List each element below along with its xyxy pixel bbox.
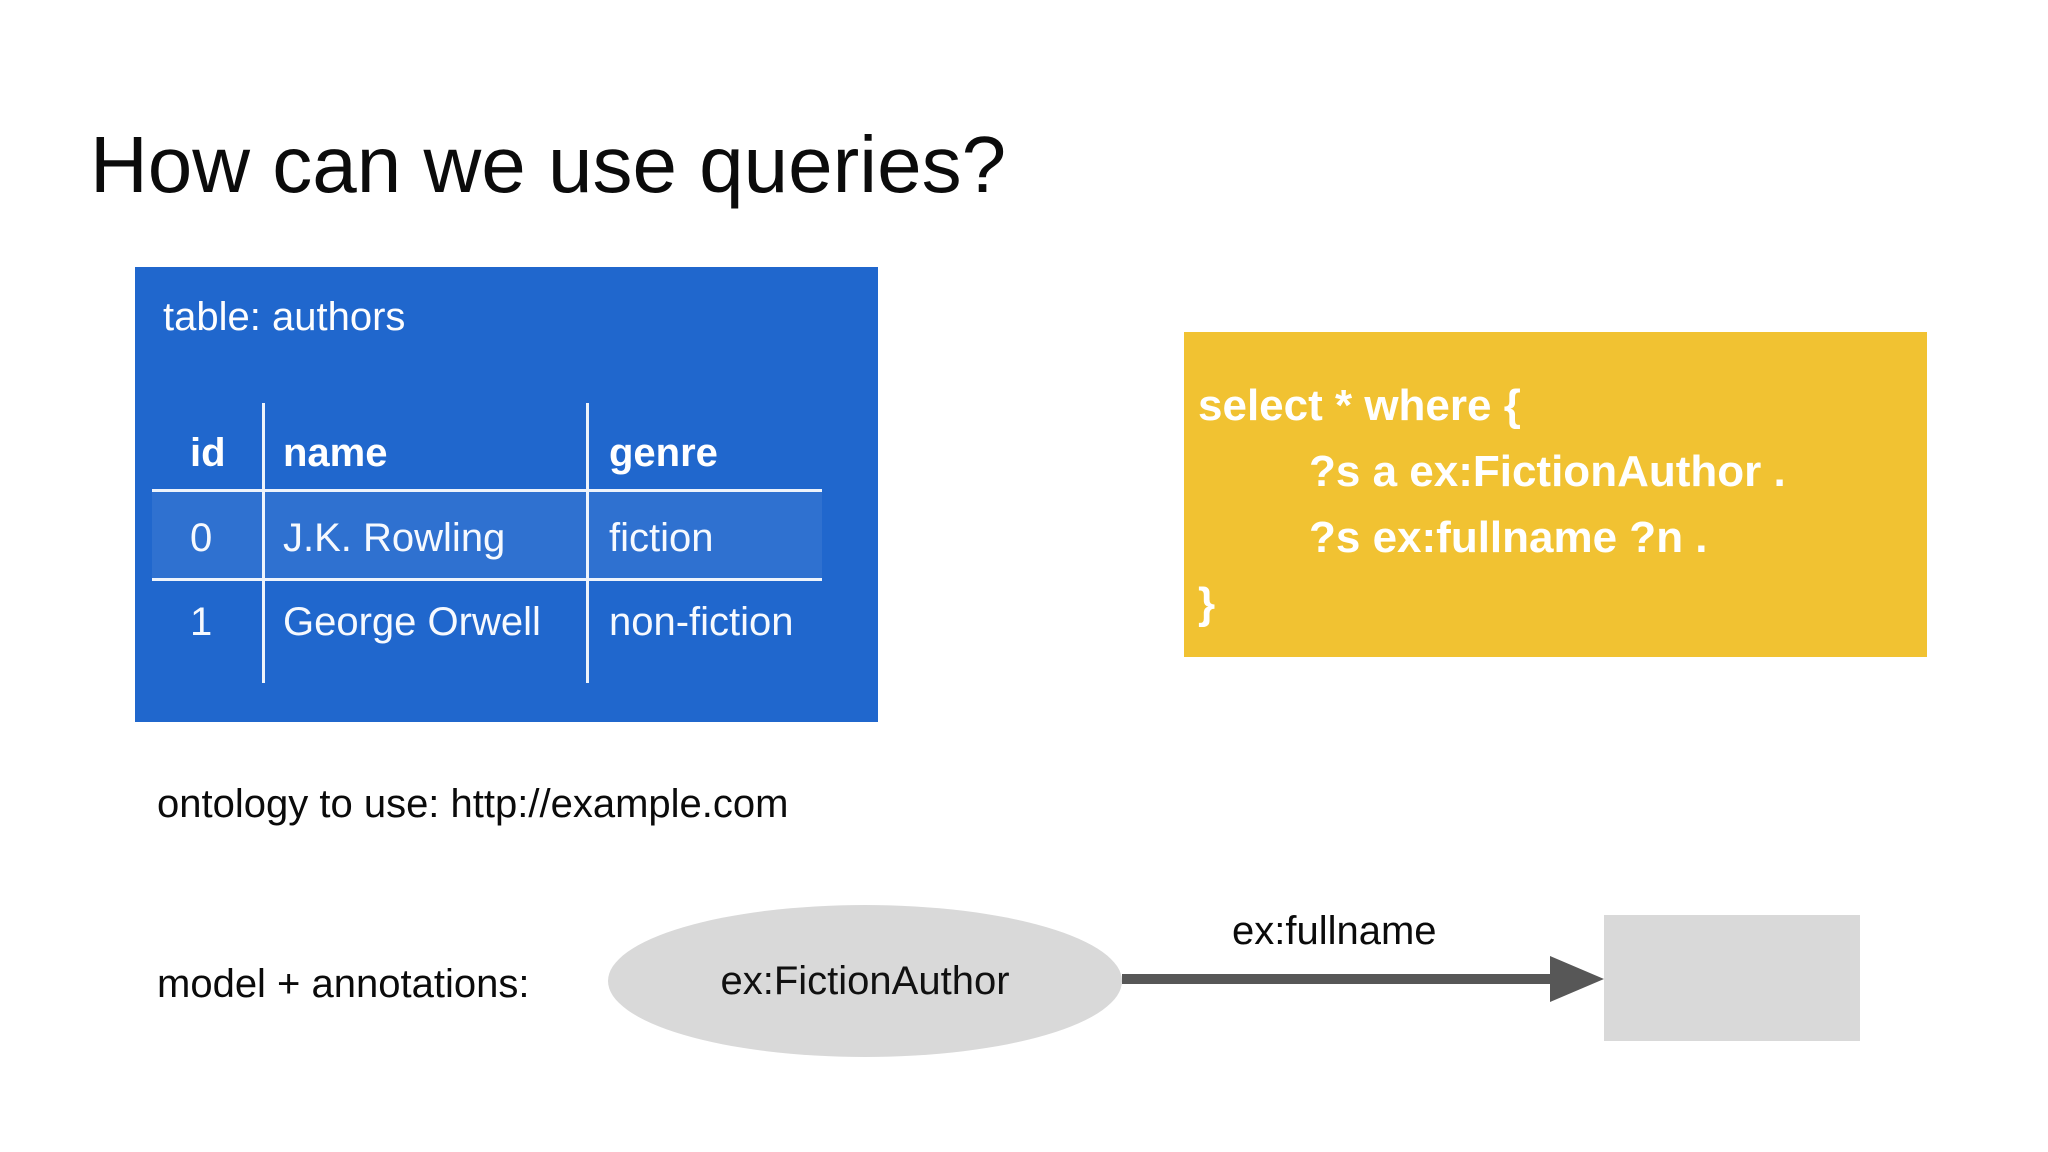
class-node-label: ex:FictionAuthor bbox=[720, 958, 1010, 1003]
slide-title: How can we use queries? bbox=[90, 120, 1007, 209]
authors-table-header-id: id bbox=[152, 403, 262, 492]
query-line-triple-2: ?s ex:fullname ?n . bbox=[1309, 513, 1708, 562]
table-cell-row0-genre: fiction bbox=[586, 492, 822, 581]
table-cell-row0-id: 0 bbox=[152, 492, 262, 581]
class-node-ellipse: ex:FictionAuthor bbox=[608, 905, 1122, 1057]
query-line-brace: } bbox=[1198, 579, 1216, 628]
authors-table-panel: table: authors id name genre 0 J.K. Rowl… bbox=[135, 267, 878, 722]
query-line-select: select * where { bbox=[1198, 381, 1521, 430]
table-cell-row1-genre: non-fiction bbox=[586, 581, 822, 683]
authors-table: id name genre 0 J.K. Rowling fiction 1 G… bbox=[152, 403, 822, 683]
table-cell-row1-id: 1 bbox=[190, 600, 213, 644]
table-cell-row1-name: George Orwell bbox=[262, 581, 586, 683]
literal-node-rect bbox=[1604, 915, 1860, 1041]
query-line-triple-1: ?s a ex:FictionAuthor . bbox=[1309, 447, 1786, 496]
model-annotations-label: model + annotations: bbox=[157, 962, 530, 1006]
sparql-query-panel: select * where { ?s a ex:FictionAuthor .… bbox=[1184, 332, 1927, 657]
edge-label: ex:fullname bbox=[1232, 909, 1437, 953]
authors-table-header-genre: genre bbox=[586, 403, 822, 492]
authors-table-header-name: name bbox=[262, 403, 586, 492]
authors-table-caption: table: authors bbox=[163, 295, 406, 339]
edge-arrow-shaft bbox=[1122, 974, 1550, 984]
edge-arrowhead-icon bbox=[1550, 956, 1604, 1002]
table-cell-row0-name: J.K. Rowling bbox=[262, 492, 586, 581]
ontology-note: ontology to use: http://example.com bbox=[157, 782, 789, 826]
